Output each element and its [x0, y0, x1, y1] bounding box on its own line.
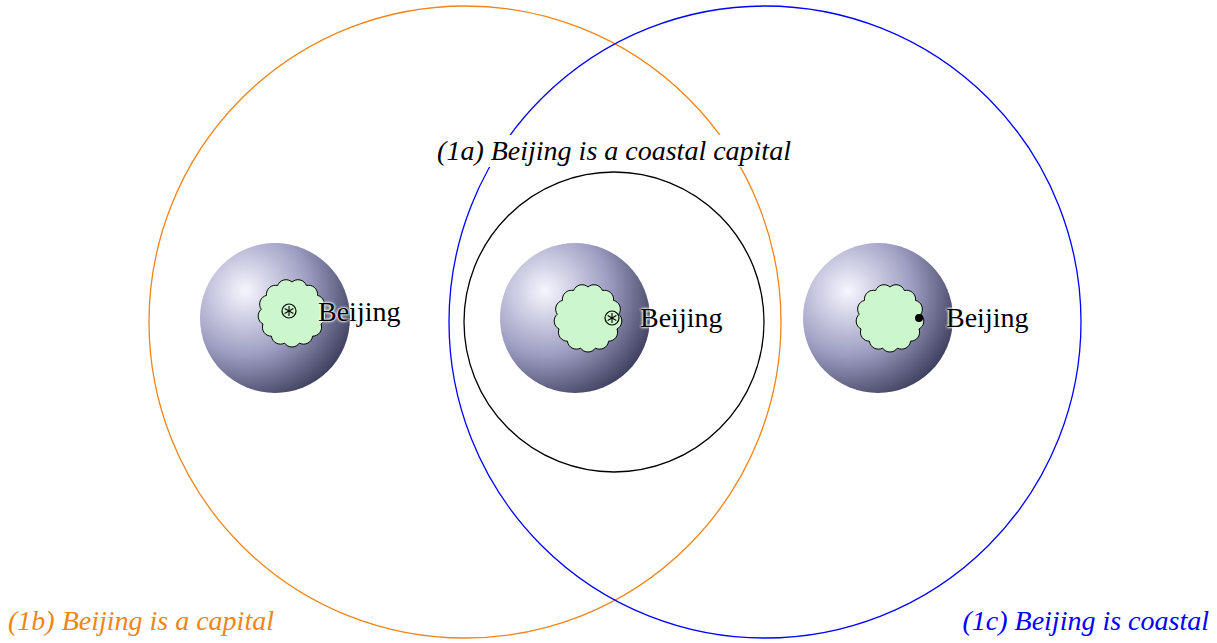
symbol-ring [282, 304, 296, 318]
set-label: (1c) Beijing is coastal [962, 605, 1209, 637]
location-dot [915, 314, 923, 322]
set-circle: Beijing(1a) Beijing is a coastal capital… [148, 5, 782, 639]
globe-node: Beijing [803, 243, 953, 393]
set-circle: Beijing(1a) Beijing is a coastal capital [463, 171, 765, 473]
globe-sphere [500, 243, 650, 393]
set-circle-line [464, 172, 764, 472]
set-label: (1b) Beijing is a capital [8, 605, 274, 637]
symbol-arm [285, 309, 294, 314]
set-circle-line [449, 6, 1081, 638]
set-label: (1a) Beijing is a coastal capital [434, 135, 794, 167]
globe-figure [500, 243, 650, 393]
city-label: Beijing [318, 296, 400, 328]
globe-sphere [803, 243, 953, 393]
region-cloud [258, 280, 326, 347]
region-cloud [856, 285, 924, 352]
region-cloud [554, 285, 622, 352]
circled-asterisk [605, 311, 619, 325]
city-label: Beijing [946, 302, 1028, 334]
globe-node: Beijing [500, 243, 650, 393]
set-circle: Beijing(1c) Beijing is coastal [448, 5, 1082, 639]
city-label: Beijing [640, 302, 722, 334]
globe-figure [803, 243, 953, 393]
symbol-arm [608, 316, 617, 321]
symbol-arm [285, 309, 294, 314]
symbol-ring [605, 311, 619, 325]
set-circle-line [149, 6, 781, 638]
symbol-arm [608, 316, 617, 321]
globe-node: Beijing [200, 243, 350, 393]
circled-asterisk [282, 304, 296, 318]
